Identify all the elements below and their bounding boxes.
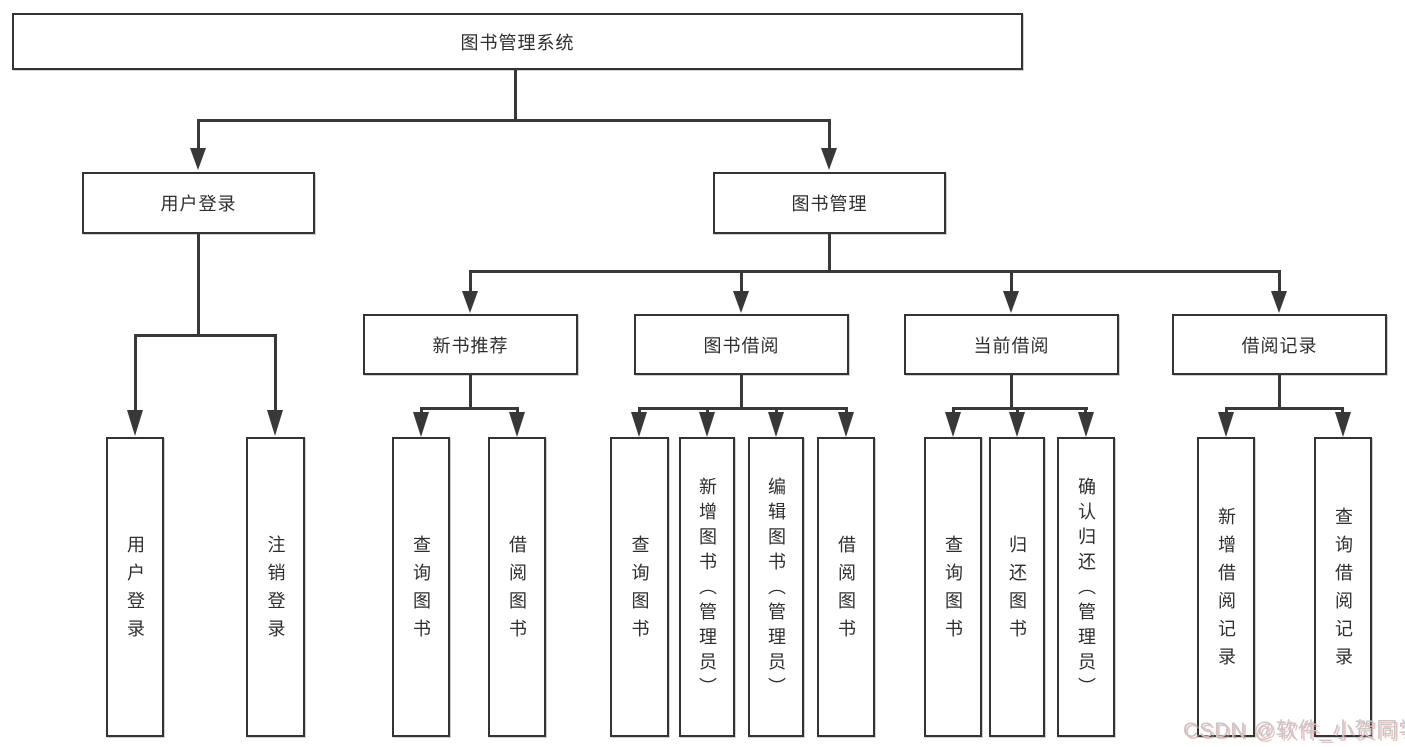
arrowhead-down-icon [699, 412, 715, 437]
arrowhead-down-icon [1009, 412, 1025, 437]
arrowhead-down-icon [1218, 412, 1234, 437]
connector-line [516, 407, 519, 414]
connector-line [706, 407, 709, 414]
connector-line [845, 407, 848, 414]
connector-line [197, 234, 200, 336]
leaf-add-book-admin: 新增图书（管理员） [679, 437, 735, 737]
connector-line [420, 407, 423, 414]
leaf-return-books: 归还图书 [989, 437, 1045, 737]
connector-line [197, 119, 200, 150]
arrowhead-down-icon [631, 412, 647, 437]
connector-line [1010, 374, 1013, 409]
arrowhead-down-icon [267, 410, 283, 436]
arrowhead-down-icon [1271, 291, 1287, 313]
watermark: CSDN @软件_小贺同学 [1183, 719, 1405, 742]
leaf-query-books-3: 查询图书 [924, 437, 982, 737]
node-current-borrowing: 当前借阅 [904, 314, 1119, 375]
connector-line [952, 407, 955, 414]
leaf-query-books-1: 查询图书 [392, 437, 450, 737]
node-borrowing-records: 借阅记录 [1172, 314, 1387, 375]
arrowhead-down-icon [1003, 291, 1019, 313]
connector-line [1225, 407, 1228, 414]
connector-line [1278, 374, 1281, 409]
connector-line [775, 407, 778, 414]
leaf-borrow-books-1: 借阅图书 [488, 437, 546, 737]
node-book-borrowing: 图书借阅 [634, 314, 849, 375]
leaf-query-borrow-record: 查询借阅记录 [1314, 437, 1372, 737]
arrowhead-down-icon [509, 412, 525, 437]
connector-line [134, 334, 137, 412]
leaf-borrow-books-2: 借阅图书 [817, 437, 875, 737]
connector-line [469, 270, 1280, 273]
arrowhead-down-icon [127, 410, 143, 436]
arrowhead-down-icon [413, 412, 429, 437]
connector-line [197, 119, 831, 122]
leaf-logout: 注销登录 [246, 437, 305, 737]
arrowhead-down-icon [768, 412, 784, 437]
arrowhead-down-icon [1335, 412, 1351, 437]
connector-line [740, 374, 743, 409]
connector-line [274, 334, 277, 412]
arrowhead-down-icon [190, 148, 206, 170]
node-new-book-recommendation: 新书推荐 [363, 314, 578, 375]
connector-line [828, 119, 831, 150]
arrowhead-down-icon [733, 291, 749, 313]
connector-line [740, 270, 743, 293]
connector-line [469, 374, 472, 409]
arrowhead-down-icon [1078, 412, 1094, 437]
connector-line [1341, 407, 1344, 414]
arrowhead-down-icon [945, 412, 961, 437]
connector-line [1225, 407, 1344, 410]
arrowhead-down-icon [462, 291, 478, 313]
leaf-query-books-2: 查询图书 [610, 437, 669, 737]
connector-line [420, 407, 518, 410]
connector-line [514, 69, 517, 121]
leaf-confirm-return-admin: 确认归还（管理员） [1057, 437, 1115, 737]
connector-line [1084, 407, 1087, 414]
leaf-user-login: 用户登录 [106, 437, 164, 737]
leaf-add-borrow-record: 新增借阅记录 [1197, 437, 1255, 737]
connector-line [1010, 270, 1013, 293]
connector-line [828, 234, 831, 272]
connector-line [1278, 270, 1281, 293]
connector-line [1016, 407, 1019, 414]
connector-line [638, 407, 847, 410]
connector-line [469, 270, 472, 293]
arrowhead-down-icon [838, 412, 854, 437]
connector-line [134, 334, 277, 337]
arrowhead-down-icon [821, 148, 837, 170]
node-library-management-system: 图书管理系统 [12, 13, 1023, 70]
connector-line [952, 407, 1088, 410]
leaf-edit-book-admin: 编辑图书（管理员） [748, 437, 804, 737]
connector-line [638, 407, 641, 414]
node-user-login: 用户登录 [82, 172, 315, 234]
node-book-management: 图书管理 [713, 172, 946, 234]
